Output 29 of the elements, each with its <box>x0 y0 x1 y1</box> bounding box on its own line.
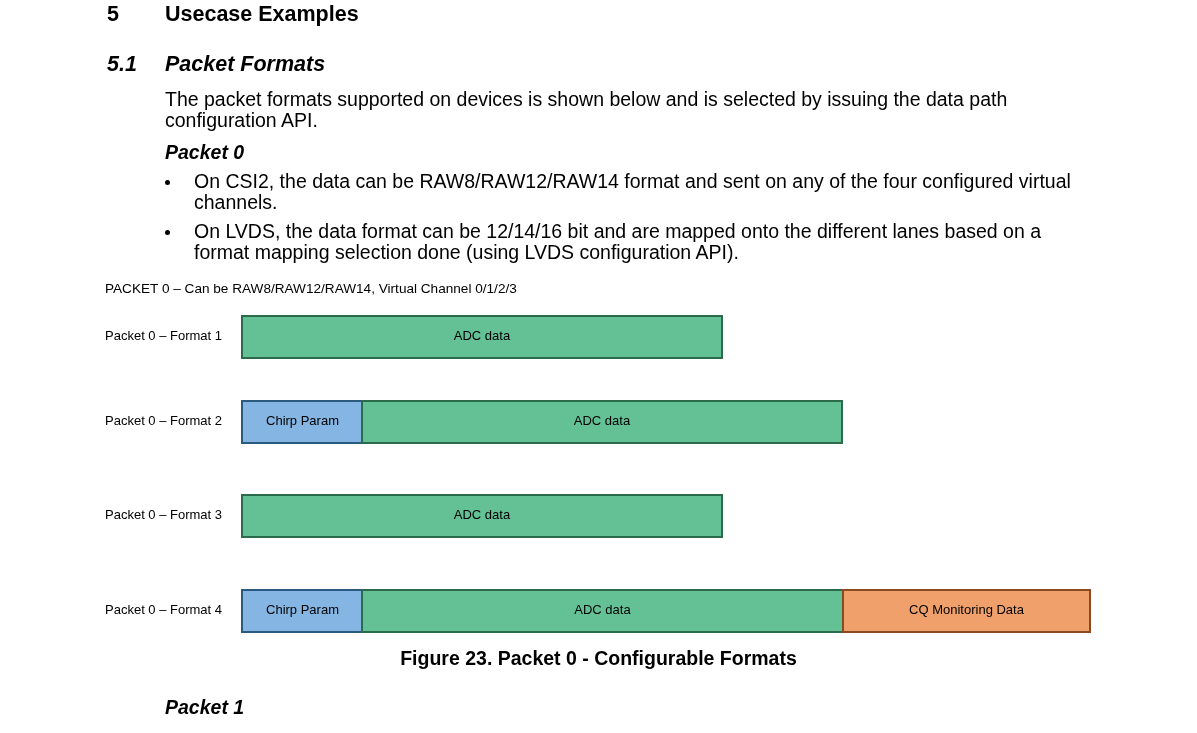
subsection-heading: Packet Formats <box>165 52 326 76</box>
body-paragraph: The packet formats supported on devices is shown below and is selected by issuing the data path configuration API. <box>165 89 1009 131</box>
field-label: CQ Monitoring Data <box>909 602 1024 618</box>
packet-field-block <box>241 589 364 633</box>
field-label: ADC data <box>573 413 631 429</box>
row-label: Packet 0 – Format 2 <box>105 413 223 429</box>
section-heading: Usecase Examples <box>165 2 359 26</box>
packet-heading: Packet 0 <box>165 141 245 163</box>
field-label: Chirp Param <box>266 413 339 429</box>
subsection-number: 5.1 <box>107 52 137 76</box>
field-label: ADC data <box>453 507 511 523</box>
row-label: Packet 0 – Format 4 <box>105 602 223 618</box>
bullet-text: On CSI2, the data can be RAW8/RAW12/RAW14 format and sent on any of the four configured virtual channels. <box>194 171 1072 213</box>
packet-field-block <box>241 494 723 538</box>
field-label: Chirp Param <box>266 602 339 618</box>
row-label: Packet 0 – Format 1 <box>105 328 223 344</box>
packet-heading: Packet 1 <box>165 696 245 718</box>
field-label: ADC data <box>574 602 631 618</box>
bullet-text: On LVDS, the data format can be 12/14/16 bit and are mapped onto the different lanes based on a format mapping selection done (using LVDS configuration API). <box>194 221 1043 263</box>
figure-header: PACKET 0 – Can be RAW8/RAW12/RAW14, Virtual Channel 0/1/2/3 <box>105 281 517 297</box>
packet-field-block <box>361 589 844 633</box>
figure-caption: Figure 23. Packet 0 - Configurable Formats <box>400 647 797 669</box>
section-number: 5 <box>107 2 119 26</box>
row-label: Packet 0 – Format 3 <box>105 507 223 523</box>
packet-field-block <box>241 400 364 444</box>
field-label: ADC data <box>453 328 511 344</box>
packet-field-block <box>241 315 723 359</box>
packet-field-block <box>361 400 843 444</box>
packet-field-block <box>842 589 1091 633</box>
